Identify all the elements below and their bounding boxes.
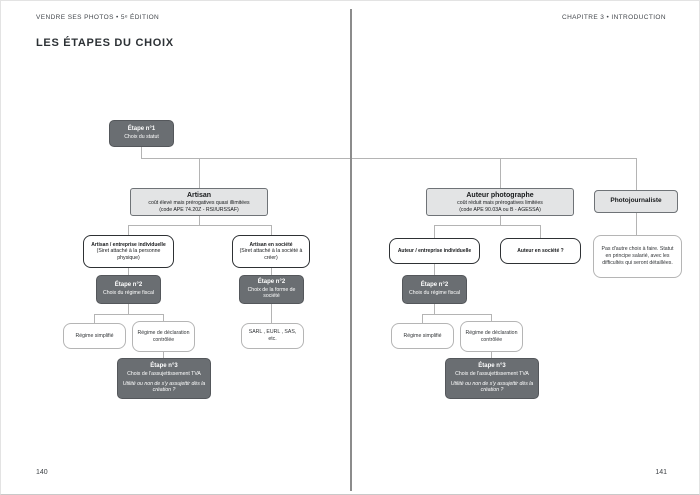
page-title: LES ÉTAPES DU CHOIX (36, 37, 174, 49)
flow-box-artisan-ei: Artisan / entreprise individuelle (Siret… (83, 235, 174, 268)
flow-box-regime-simplifie-artisan: Régime simplifié (63, 323, 126, 349)
connector-to-photojournaliste (636, 158, 637, 190)
flow-box-regime-controle-artisan: Régime de déclaration contrôlée (132, 321, 195, 352)
flow-box-etape3-auteur-title: Étape n°3 (478, 362, 506, 369)
flow-box-etape3-auteur-subtitle: Choix de l'assujettissement TVA (455, 370, 529, 377)
connector-line (271, 225, 272, 235)
flow-box-etape3-artisan: Étape n°3 Choix de l'assujettissement TV… (117, 358, 211, 399)
connector-line (491, 352, 492, 358)
connector-line (422, 314, 423, 323)
flow-box-auteur-line1: coût réduit mais prérogatives limitées (457, 199, 543, 206)
connector-main-horizontal (141, 158, 636, 159)
flow-box-auteur: Auteur photographe coût réduit mais prér… (426, 188, 574, 216)
connector-line (271, 304, 272, 323)
connector-line (434, 225, 435, 238)
connector-line (434, 264, 435, 275)
connector-line (540, 225, 541, 238)
flow-box-etape2-auteur: Étape n°2 Choix du régime fiscal (402, 275, 467, 304)
flow-box-artisan-line1: coût élevé mais prérogatives quasi illim… (148, 199, 250, 206)
flow-box-artisan-ei-subtitle: (Siret attaché à la personne physique) (96, 248, 161, 261)
connector-line (434, 304, 435, 314)
connector-line (128, 225, 271, 226)
connector-line (128, 304, 129, 314)
connector-line (128, 268, 129, 275)
flow-box-artisan-line2: (code APE 74.20Z - RSI/URSSAF) (159, 206, 239, 213)
flow-box-etape2-auteur-subtitle: Choix du régime fiscal (408, 290, 461, 297)
flow-box-etape1-subtitle: Choix du statut (124, 134, 159, 141)
flow-box-formes-societe: SARL , EURL , SAS, etc. (241, 323, 304, 349)
connector-line (94, 314, 163, 315)
flow-box-etape3-artisan-subtitle: Choix de l'assujettissement TVA (127, 370, 201, 377)
flow-box-artisan-title: Artisan (186, 191, 212, 199)
flow-box-auteur-line2: (code APE 90.03A ou B - AGESSA) (459, 206, 541, 213)
flow-box-etape2-artisan-ei-subtitle: Choix du régime fiscal (102, 290, 155, 297)
flow-box-artisan-societe-subtitle: (Siret attaché à la société à créer) (239, 248, 303, 261)
connector-to-artisan (199, 158, 200, 188)
connector-line (636, 213, 637, 235)
flow-box-photojournaliste-title: Photojournaliste (610, 197, 662, 205)
page-number-right: 141 (655, 469, 667, 476)
running-head-left: VENDRE SES PHOTOS • 5ᵉ ÉDITION (36, 14, 160, 21)
connector-line (163, 352, 164, 358)
flow-box-regime-controle-auteur: Régime de déclaration contrôlée (460, 321, 523, 352)
connector-etape1-down (141, 147, 142, 158)
flow-box-auteur-societe-title: Auteur en société ? (517, 247, 564, 254)
flow-box-etape3-artisan-note: Utilité ou non de s'y assujettir dès la … (122, 380, 206, 394)
flow-box-etape1-title: Étape n°1 (127, 126, 156, 133)
flow-box-artisan-societe-title: Artisan en société (249, 241, 293, 248)
flow-box-etape2-artisan-ei: Étape n°2 Choix du régime fiscal (96, 275, 161, 304)
flow-box-auteur-ei: Auteur / entreprise individuelle (389, 238, 480, 264)
flow-box-etape2-artisan-ei-title: Étape n°2 (114, 282, 143, 289)
flow-box-photojournaliste-note: Pas d'autre choix à faire. Statut en pri… (593, 235, 682, 278)
flow-box-regime-simplifie-auteur: Régime simplifié (391, 323, 454, 349)
connector-line (199, 216, 200, 225)
flow-box-etape2-auteur-title: Étape n°2 (420, 282, 449, 289)
connector-line (271, 268, 272, 275)
connector-line (163, 314, 164, 321)
flow-box-regime-simplifie-auteur-label: Régime simplifié (403, 332, 442, 339)
flow-box-etape3-artisan-title: Étape n°3 (150, 362, 178, 369)
flow-box-photojournaliste: Photojournaliste (594, 190, 678, 213)
flow-box-etape2-artisan-societe-title: Étape n°2 (257, 278, 286, 285)
connector-line (422, 314, 491, 315)
connector-line (434, 225, 540, 226)
flow-box-etape2-artisan-societe: Étape n°2 Choix de la forme de société (239, 275, 304, 304)
flow-box-etape3-auteur: Étape n°3 Choix de l'assujettissement TV… (445, 358, 539, 399)
flow-box-etape3-auteur-note: Utilité ou non de s'y assujettir dès la … (450, 380, 534, 394)
flow-box-auteur-title: Auteur photographe (466, 191, 534, 199)
page-spine (350, 9, 352, 491)
running-head-right: CHAPITRE 3 • INTRODUCTION (561, 14, 666, 21)
connector-line (128, 225, 129, 235)
flow-box-regime-simplifie-artisan-label: Régime simplifié (75, 332, 114, 339)
connector-line (94, 314, 95, 323)
flow-box-regime-controle-auteur-label: Régime de déclaration contrôlée (465, 329, 518, 343)
flow-box-etape1: Étape n°1 Choix du statut (109, 120, 174, 147)
connector-line (500, 216, 501, 225)
flow-box-artisan-societe: Artisan en société (Siret attaché à la s… (232, 235, 310, 268)
flow-box-auteur-societe: Auteur en société ? (500, 238, 581, 264)
flow-box-auteur-ei-title: Auteur / entreprise individuelle (397, 247, 472, 254)
flow-box-artisan: Artisan coût élevé mais prérogatives qua… (130, 188, 268, 216)
flow-box-regime-controle-artisan-label: Régime de déclaration contrôlée (137, 329, 190, 343)
connector-line (491, 314, 492, 321)
page-number-left: 140 (36, 469, 48, 476)
flow-box-photojournaliste-note-text: Pas d'autre choix à faire. Statut en pri… (601, 246, 674, 266)
connector-to-auteur (500, 158, 501, 188)
flow-box-etape2-artisan-societe-subtitle: Choix de la forme de société (247, 286, 296, 300)
flow-box-formes-societe-label: SARL , EURL , SAS, etc. (248, 329, 297, 342)
flow-box-artisan-ei-title: Artisan / entreprise individuelle (91, 241, 166, 248)
